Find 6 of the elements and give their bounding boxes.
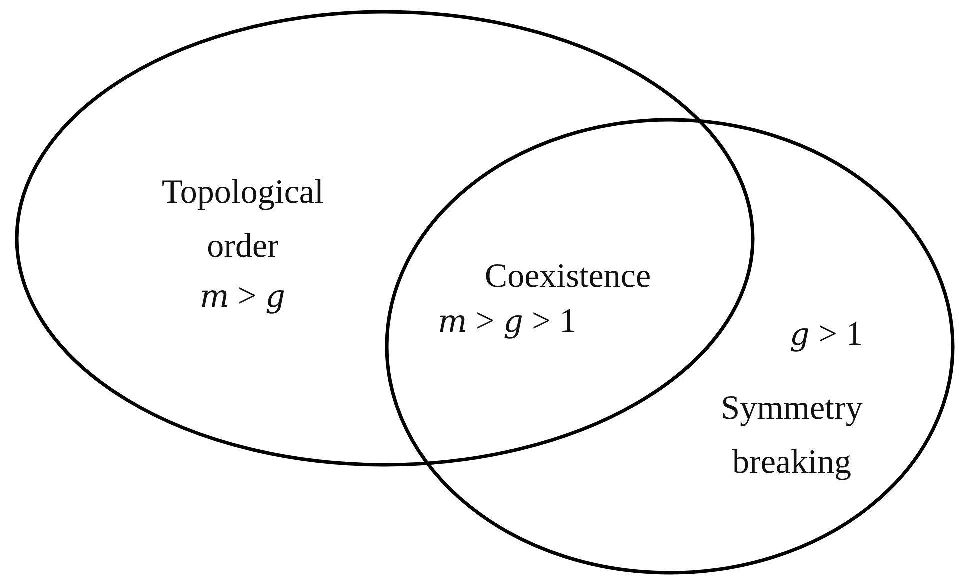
- set-label: Symmetry breaking: [720, 389, 864, 483]
- condition-formula: m > g: [200, 278, 286, 316]
- set-label: Topological order: [161, 173, 325, 267]
- condition-formula: g > 1: [790, 316, 864, 354]
- set-label: Coexistence: [484, 257, 652, 297]
- condition-formula: m > g > 1: [438, 303, 577, 341]
